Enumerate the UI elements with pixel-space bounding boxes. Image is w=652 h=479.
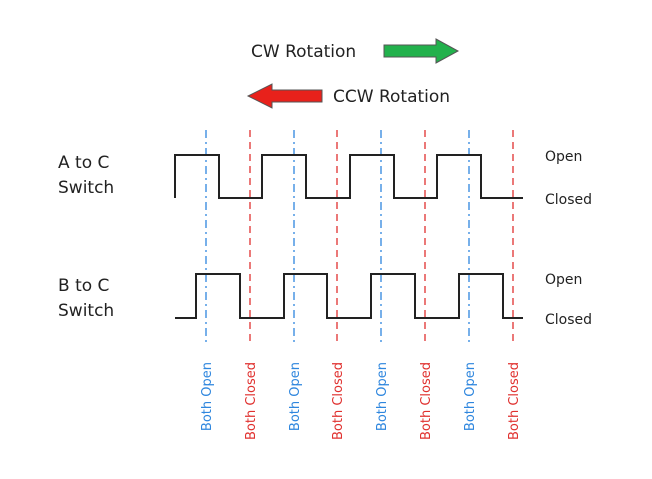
ccw-rotation-label: CCW Rotation (333, 87, 450, 107)
switch-b-closed-label: Closed (545, 312, 592, 328)
marker-lines (205, 130, 514, 345)
both-open-label: Both Open (463, 362, 478, 431)
both-closed-label: Both Closed (244, 362, 259, 440)
switch-b-waveform (175, 273, 523, 319)
both-open-label: Both Open (200, 362, 215, 431)
switch-a-open-label: Open (545, 149, 582, 165)
both-closed-label: Both Closed (419, 362, 434, 440)
cw-arrow-icon (383, 38, 460, 64)
switch-b-open-label: Open (545, 272, 582, 288)
switch-a-title: A to C (58, 153, 109, 173)
both-open-label: Both Open (375, 362, 390, 431)
marker-labels: Both Open Both Closed Both Open Both Closed… (200, 362, 522, 440)
both-closed-label: Both Closed (331, 362, 346, 440)
both-open-label: Both Open (288, 362, 303, 431)
both-closed-label: Both Closed (507, 362, 522, 440)
cw-rotation-label: CW Rotation (251, 42, 356, 62)
switch-a-closed-label: Closed (545, 192, 592, 208)
switch-a-subtitle: Switch (58, 178, 114, 198)
waveforms (174, 154, 523, 319)
switch-b-subtitle: Switch (58, 301, 114, 321)
switch-b-title: B to C (58, 276, 109, 296)
ccw-arrow-icon (246, 83, 323, 109)
switch-a-waveform (174, 154, 523, 199)
